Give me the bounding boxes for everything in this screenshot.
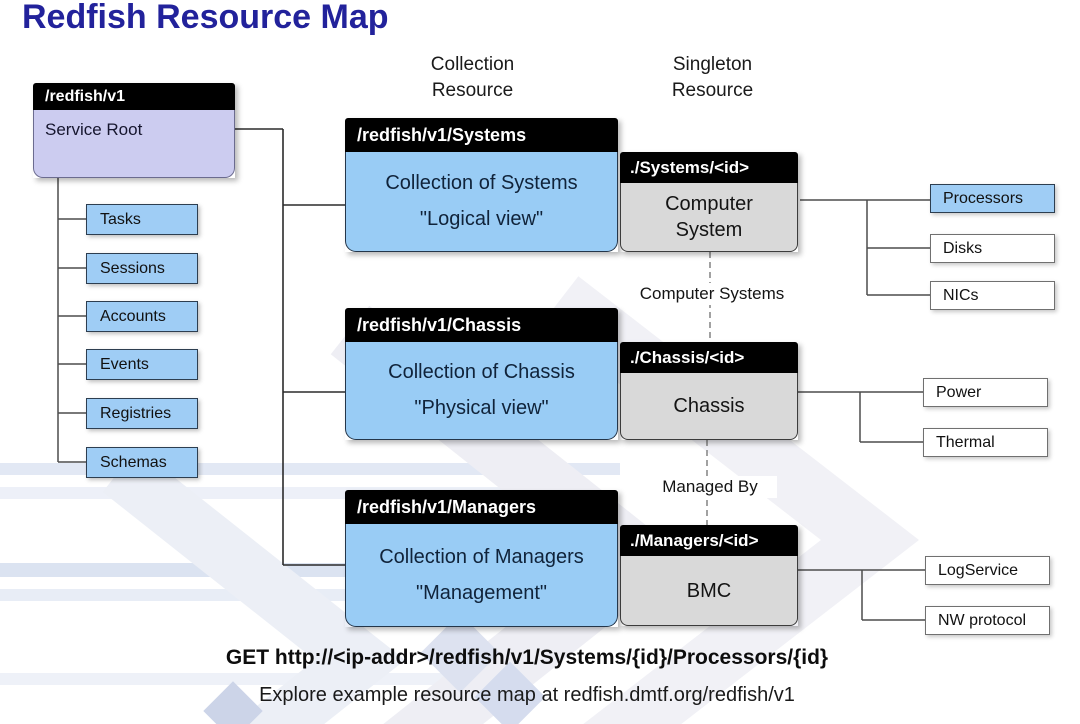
chassis-singleton-label: Chassis [673,395,745,417]
chassis-collection-node[interactable]: /redfish/v1/Chassis Collection of Chassi… [345,308,618,440]
service-root-label: Service Root [33,110,235,178]
systems-collection-title: Collection of Systems [385,172,578,194]
systems-collection-path: /redfish/v1/Systems [345,118,618,152]
systems-collection-subtitle: "Logical view" [419,208,544,230]
node-sessions[interactable]: Sessions [86,253,198,284]
node-logservice[interactable]: LogService [925,556,1050,585]
node-tasks[interactable]: Tasks [86,204,198,235]
managers-collection-title: Collection of Managers [379,545,584,568]
computer-system-path: ./Systems/<id> [620,152,798,183]
node-events[interactable]: Events [86,349,198,380]
managed-by-link-label: Managed By [643,476,777,498]
node-thermal[interactable]: Thermal [923,428,1048,457]
systems-collection-node[interactable]: /redfish/v1/Systems Collection of System… [345,118,618,252]
service-root-node[interactable]: /redfish/v1 Service Root [33,83,235,178]
page-title: Redfish Resource Map [22,0,389,36]
computer-system-label: Computer System [665,193,753,241]
node-accounts[interactable]: Accounts [86,301,198,332]
node-nw-protocol[interactable]: NW protocol [925,606,1050,635]
chassis-singleton-node[interactable]: ./Chassis/<id> Chassis [620,342,798,440]
managers-collection-node[interactable]: /redfish/v1/Managers Collection of Manag… [345,490,618,627]
bmc-singleton-label: BMC [686,579,732,602]
chassis-collection-title: Collection of Chassis [388,361,575,383]
node-nics[interactable]: NICs [930,281,1055,310]
chassis-collection-subtitle: "Physical view" [414,397,549,419]
get-request-example: GET http://<ip-addr>/redfish/v1/Systems/… [225,646,829,669]
bmc-singleton-path: ./Managers/<id> [620,525,798,556]
computer-system-singleton-node[interactable]: ./Systems/<id> Computer System [620,152,798,252]
managers-collection-subtitle: "Management" [416,581,547,604]
bmc-singleton-node[interactable]: ./Managers/<id> BMC [620,525,798,626]
singleton-resource-column-header: Singleton Resource [671,54,754,101]
chassis-singleton-path: ./Chassis/<id> [620,342,798,373]
node-disks[interactable]: Disks [930,234,1055,263]
service-root-path: /redfish/v1 [33,83,235,110]
chassis-collection-path: /redfish/v1/Chassis [345,308,618,342]
explore-note: Explore example resource map at redfish.… [259,684,795,706]
node-processors[interactable]: Processors [930,184,1055,213]
node-power[interactable]: Power [923,378,1048,407]
managers-collection-path: /redfish/v1/Managers [345,490,618,524]
node-registries[interactable]: Registries [86,398,198,429]
node-schemas[interactable]: Schemas [86,447,198,478]
computer-systems-link-label: Computer Systems [628,283,796,305]
collection-resource-column-header: Collection Resource [430,54,515,101]
